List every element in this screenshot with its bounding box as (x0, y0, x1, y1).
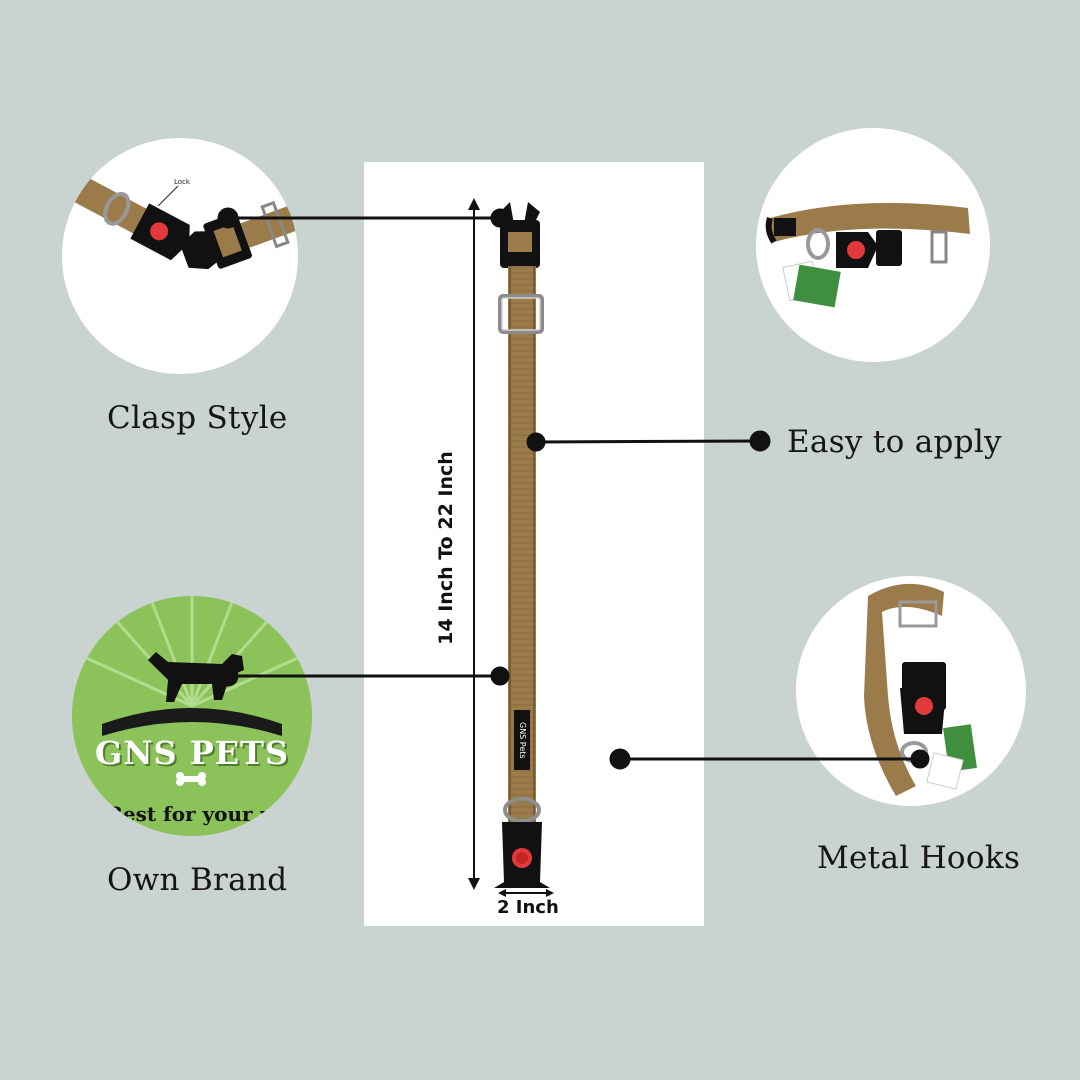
clasp-style-image: Lock (62, 138, 298, 374)
width-dimension-arrow (498, 889, 554, 897)
hill-icon (102, 708, 282, 736)
collar-product-image: GNS Pets (468, 198, 554, 897)
metal-slider-icon (498, 294, 544, 334)
bone-icon (176, 772, 206, 786)
metal-hooks-image (796, 576, 1026, 806)
easy-apply-image (756, 128, 990, 362)
width-dimension-label: 2 Inch (497, 897, 559, 918)
own-brand-label: Own Brand (107, 862, 288, 898)
metal-hooks-label: Metal Hooks (817, 840, 1021, 876)
lock-callout-label: Lock (174, 178, 190, 186)
bottom-buckle-icon (494, 822, 550, 888)
dog-silhouette-icon (148, 652, 244, 702)
collar-brand-tag (514, 710, 530, 770)
length-dimension-arrow (468, 198, 480, 890)
clasp-style-label: Clasp Style (107, 400, 288, 436)
brand-logo-image: GNS PETS Best for your pet (72, 596, 312, 836)
brand-name: GNS PETS (94, 734, 290, 772)
easy-to-apply-label: Easy to apply (787, 424, 1002, 460)
top-buckle-icon (500, 202, 540, 268)
brand-tagline: Best for your pet (106, 802, 296, 826)
d-ring-icon (503, 797, 541, 823)
collar-brand-tag-text: GNS Pets (518, 722, 527, 759)
